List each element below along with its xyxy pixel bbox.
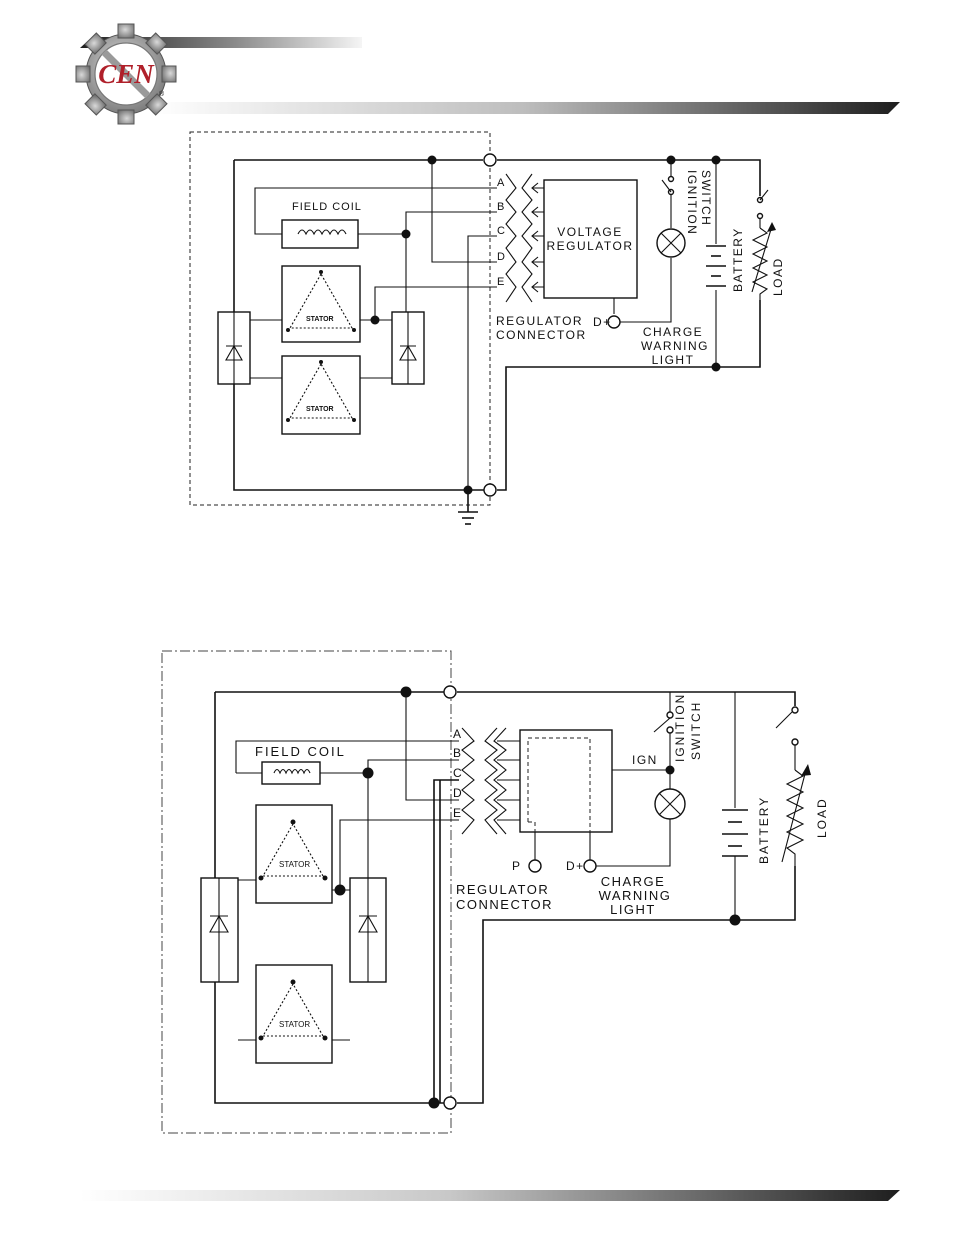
logo-text: CEN <box>98 59 155 89</box>
terminal2-d-plus <box>584 860 596 872</box>
battery-label-2: BATTERY <box>757 796 771 864</box>
cen-logo: CEN ® <box>76 24 176 124</box>
regulator-label-line2: REGULATOR <box>546 239 633 253</box>
ignition-label-line2-2: SWITCH <box>689 701 703 760</box>
stator-bottom: STATOR <box>282 356 360 434</box>
header: CEN ® <box>76 24 900 124</box>
wire2-b-plus-top <box>215 692 795 706</box>
voltage-regulator-2 <box>520 730 612 832</box>
field-coil-label: FIELD COIL <box>292 201 362 213</box>
regulator-label-line1: VOLTAGE <box>557 225 622 239</box>
field-coil-label-2: FIELD COIL <box>255 744 346 759</box>
ignition-switch-2: IGNITION SWITCH <box>654 693 703 762</box>
charge-warning-lamp-icon <box>657 229 685 257</box>
pin-a-label-2: A <box>453 727 463 741</box>
wire2-pin-b <box>368 760 459 773</box>
d-plus-label: D+ <box>593 315 612 329</box>
stator-top-label: STATOR <box>306 316 334 323</box>
rectifier-right-2 <box>350 878 386 982</box>
header-bar-bottom <box>150 102 900 114</box>
stator-bottom-label: STATOR <box>306 406 334 413</box>
ignition-switch: IGNITION SWITCH <box>662 170 713 235</box>
ground-icon <box>458 512 478 524</box>
rectifier-left-2 <box>201 878 238 982</box>
load-resistor-icon-2 <box>782 764 811 866</box>
ignition-label-line2: SWITCH <box>699 170 713 226</box>
load-switch-2 <box>776 707 798 770</box>
battery-label: BATTERY <box>731 227 745 292</box>
terminal2-ground <box>444 1097 456 1109</box>
wire-pin-b <box>406 212 497 234</box>
diagram-1: FIELD COIL STATOR STATOR <box>190 132 785 524</box>
pin-e-label-2: E <box>453 806 463 820</box>
ign-label: IGN <box>632 753 658 767</box>
pin-b-label: B <box>497 201 505 213</box>
stator-bottom-2: STATOR <box>256 965 332 1063</box>
pin-d-label-2: D <box>453 786 463 800</box>
pin-e-label: E <box>497 276 505 288</box>
pin-d-label: D <box>497 251 506 263</box>
stator-top-2: STATOR <box>256 805 332 903</box>
field-coil-2: FIELD COIL <box>255 744 346 784</box>
charge-warning-lamp-icon-2 <box>655 789 685 819</box>
wire2-pin-c <box>434 780 459 1103</box>
voltage-regulator: VOLTAGE REGULATOR <box>544 180 637 298</box>
stator-bottom-label-2: STATOR <box>279 1020 310 1029</box>
connector-label-line1-2: REGULATOR <box>456 882 549 897</box>
stator-top: STATOR <box>282 266 360 342</box>
charge-label-line3-2: LIGHT <box>610 902 656 917</box>
pin-a-label: A <box>497 177 505 189</box>
ignition-label-line1: IGNITION <box>685 170 699 235</box>
charge-label-line1: CHARGE <box>643 325 703 339</box>
load-label-2: LOAD <box>815 797 829 838</box>
p-label: P <box>512 859 522 873</box>
charge-label-line2-2: WARNING <box>599 888 672 903</box>
charge-label-line2: WARNING <box>641 339 709 353</box>
connector-label-line1: REGULATOR <box>496 314 583 328</box>
battery-icon <box>706 246 726 286</box>
footer-bar <box>80 1190 900 1201</box>
load-switch <box>758 190 769 228</box>
stator-top-label-2: STATOR <box>279 860 310 869</box>
wire-pin-c <box>468 236 497 490</box>
terminal-b-plus <box>484 154 496 166</box>
wire-rectifier-left <box>250 320 282 378</box>
wire-pin-d <box>432 160 497 262</box>
pin-c-label: C <box>497 225 506 237</box>
registered-mark: ® <box>159 90 165 98</box>
diagram-2: FIELD COIL STATOR STATOR <box>162 651 829 1133</box>
rectifier-left <box>218 312 250 384</box>
terminal-ground <box>484 484 496 496</box>
battery-icon-2 <box>722 810 748 856</box>
rectifier-right <box>392 312 424 384</box>
field-coil: FIELD COIL <box>282 201 362 248</box>
wire-stator-link <box>360 234 406 320</box>
connector-label-line2-2: CONNECTOR <box>456 897 553 912</box>
terminal2-b-plus <box>444 686 456 698</box>
d-plus-label-2: D+ <box>566 859 585 873</box>
terminal2-p <box>529 860 541 872</box>
charge-label-line3: LIGHT <box>652 353 695 367</box>
ignition-label-line1-2: IGNITION <box>673 693 687 762</box>
connector-label-line2: CONNECTOR <box>496 328 587 342</box>
pin-b-label-2: B <box>453 746 463 760</box>
charge-label-line1-2: CHARGE <box>601 874 666 889</box>
pin-c-label-2: C <box>453 766 463 780</box>
load-label: LOAD <box>771 257 785 296</box>
